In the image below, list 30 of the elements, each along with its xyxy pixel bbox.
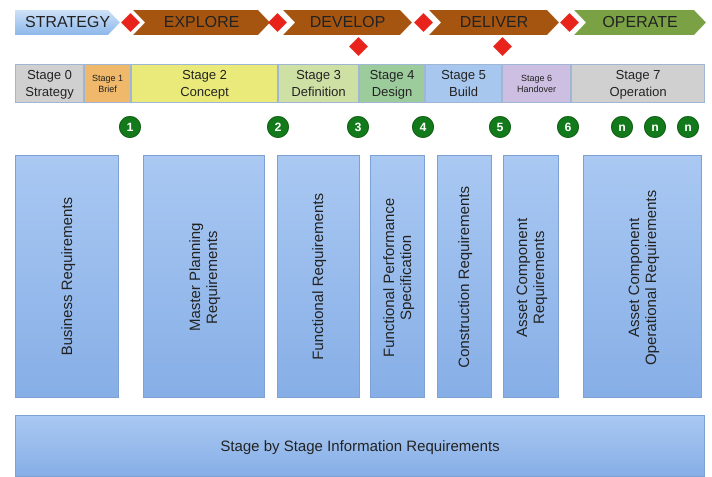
stage-box: Stage 7 Operation — [571, 64, 705, 103]
stage-box: Stage 1 Brief — [84, 64, 131, 103]
number-badge: 1 — [119, 116, 141, 138]
phase-banner: DEVELOP — [283, 10, 412, 35]
number-badge: 5 — [489, 116, 511, 138]
number-badge: 2 — [267, 116, 289, 138]
stage-box: Stage 6 Handover — [502, 64, 571, 103]
phase-banner: DELIVER — [429, 10, 559, 35]
requirements-panel: Construction Requirements — [437, 155, 492, 398]
requirements-panel: Asset Component Operational Requirements — [583, 155, 702, 398]
requirements-panel: Master Planning Requirements — [143, 155, 265, 398]
number-badge: n — [677, 116, 699, 138]
requirements-panel: Functional Performance Specification — [370, 155, 425, 398]
stage-box: Stage 2 Concept — [131, 64, 278, 103]
stage-box: Stage 5 Build — [425, 64, 502, 103]
phase-banner: STRATEGY — [15, 10, 120, 35]
number-badge: 4 — [412, 116, 434, 138]
requirements-panel: Asset Component Requirements — [503, 155, 559, 398]
requirements-panel: Functional Requirements — [277, 155, 360, 398]
stage-box: Stage 3 Definition — [278, 64, 359, 103]
stage-box: Stage 4 Design — [359, 64, 425, 103]
number-badge: n — [611, 116, 633, 138]
phase-banner: OPERATE — [574, 10, 706, 35]
requirements-band: Stage by Stage Information Requirements — [15, 415, 705, 477]
requirements-panel: Business Requirements — [15, 155, 119, 398]
phase-banner: EXPLORE — [133, 10, 270, 35]
stage-box: Stage 0 Strategy — [15, 64, 84, 103]
number-badge: 6 — [557, 116, 579, 138]
number-badge: 3 — [347, 116, 369, 138]
number-badge: n — [644, 116, 666, 138]
